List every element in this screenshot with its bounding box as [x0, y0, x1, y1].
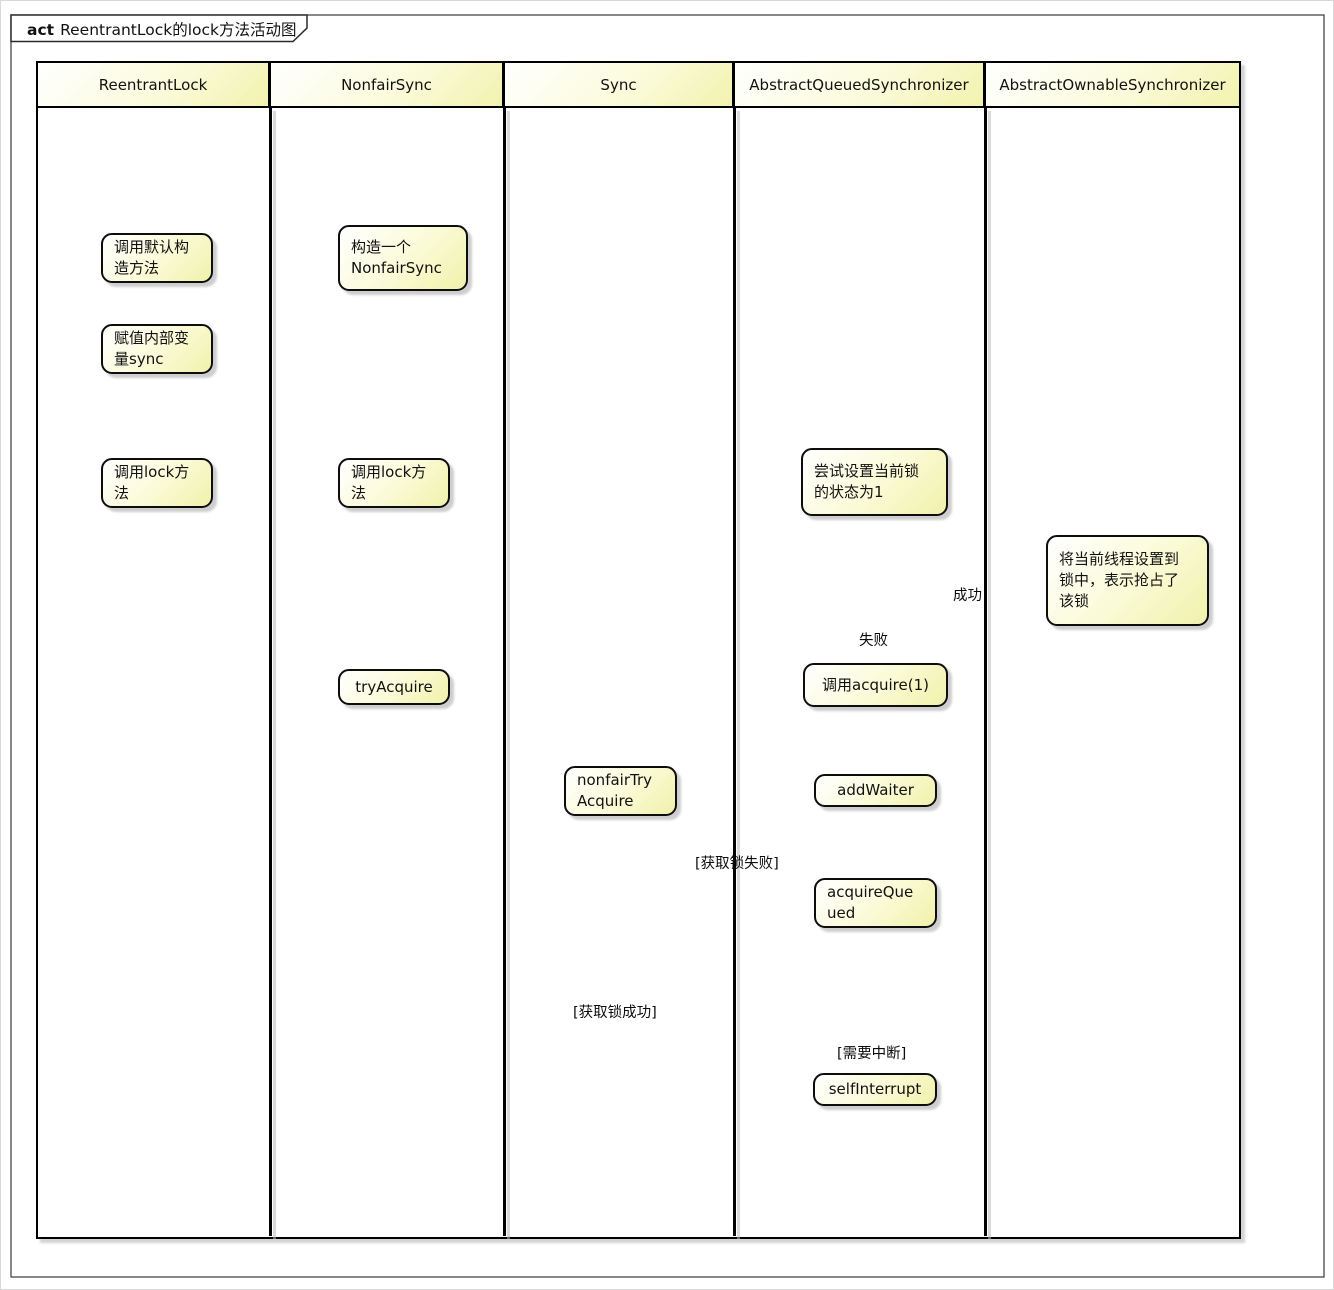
frame-title: act ReentrantLock的lock方法活动图 — [27, 18, 297, 40]
action-try-set-state: 尝试设置当前锁 的状态为1 — [801, 448, 948, 516]
edge-label-need-interrupt: [需要中断] — [837, 1046, 907, 1062]
lane-divider-1 — [268, 108, 272, 1236]
edge-label-acquire-success: [获取锁成功] — [573, 1005, 657, 1021]
action-add-waiter: addWaiter — [814, 774, 937, 807]
action-call-acquire: 调用acquire(1) — [803, 663, 948, 707]
action-self-interrupt: selfInterrupt — [813, 1073, 937, 1106]
lane-header-aos: AbstractOwnableSynchronizer — [986, 63, 1239, 108]
action-try-acquire: tryAcquire — [338, 669, 450, 705]
action-assign-sync-variable: 赋值内部变 量sync — [101, 324, 213, 374]
lane-header-reentrantlock: ReentrantLock — [38, 63, 271, 108]
lane-header-sync: Sync — [505, 63, 735, 108]
frame-keyword: act — [27, 21, 55, 39]
action-construct-nonfairsync: 构造一个 NonfairSync — [338, 225, 468, 291]
action-nonfair-try-acquire: nonfairTry Acquire — [564, 766, 677, 816]
action-call-default-constructor: 调用默认构 造方法 — [101, 233, 213, 283]
lane-header-nonfairsync: NonfairSync — [271, 63, 505, 108]
lane-header-row: ReentrantLock NonfairSync Sync AbstractQ… — [38, 63, 1239, 108]
lane-header-aqs: AbstractQueuedSynchronizer — [735, 63, 986, 108]
lane-divider-4 — [983, 108, 987, 1236]
action-call-lock-nonfairsync: 调用lock方 法 — [338, 458, 450, 508]
edge-label-failure: 失败 — [859, 633, 888, 649]
frame-title-text: ReentrantLock的lock方法活动图 — [60, 21, 297, 39]
action-set-current-thread: 将当前线程设置到 锁中，表示抢占了 该锁 — [1046, 535, 1209, 626]
lane-divider-2 — [502, 108, 506, 1236]
action-call-lock-reentrantlock: 调用lock方 法 — [101, 458, 213, 508]
edge-label-success: 成功 — [953, 588, 982, 604]
swimlane-container: ReentrantLock NonfairSync Sync AbstractQ… — [36, 61, 1241, 1239]
lane-divider-3 — [732, 108, 736, 1236]
edge-label-acquire-fail: [获取锁失败] — [695, 856, 779, 872]
action-acquire-queued: acquireQue ued — [814, 878, 937, 928]
